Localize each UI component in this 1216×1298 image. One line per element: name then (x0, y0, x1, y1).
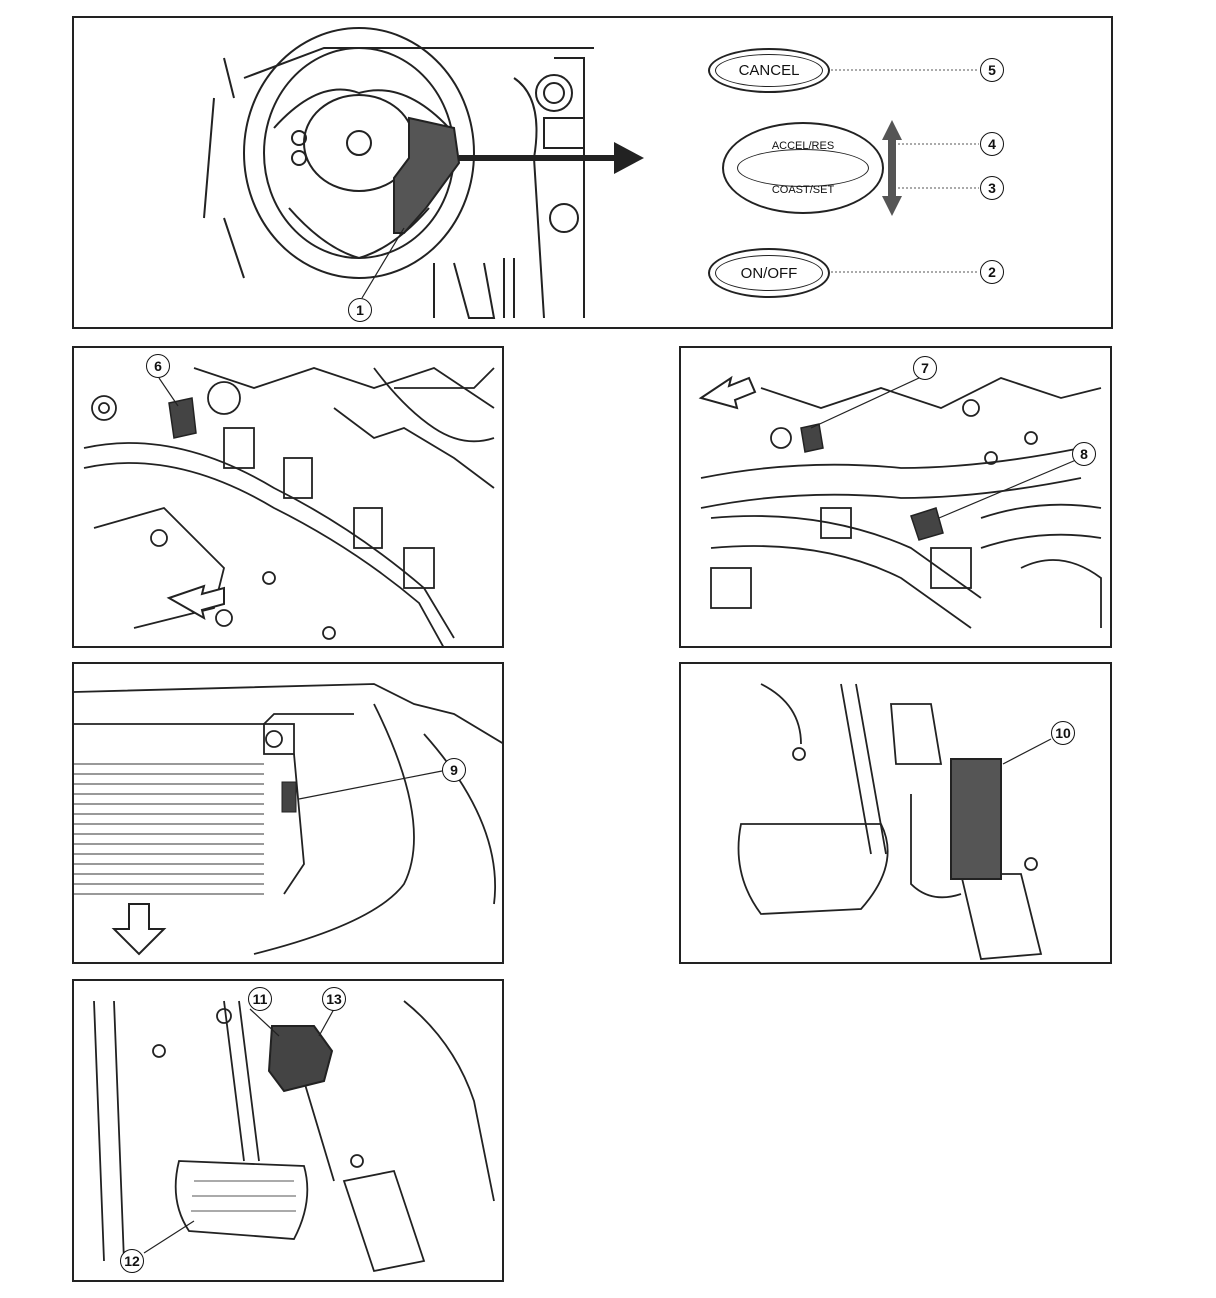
callout-13: 13 (322, 987, 346, 1011)
cancel-label: CANCEL (738, 62, 800, 79)
steering-wheel-illustration (203, 27, 979, 319)
engine-bay-left-illustration (83, 367, 495, 646)
callout-8: 8 (1072, 442, 1096, 466)
callout-4: 4 (980, 132, 1004, 156)
brake-switch-hatch (267, 1025, 334, 1093)
radiator-illustration (74, 683, 502, 956)
arrow-up-icon (882, 120, 902, 168)
arrow-up-left-icon (698, 375, 757, 410)
pedal-right-panel: 10 (679, 662, 1112, 964)
cancel-switch: CANCEL (708, 48, 830, 93)
steering-switch-panel: CANCEL ACCEL/RES COAST/SET ON/OFF 1 2 3 … (72, 16, 1113, 329)
arrow-right-icon (614, 142, 644, 174)
on-off-switch: ON/OFF (708, 248, 830, 298)
on-off-label: ON/OFF (740, 264, 798, 282)
callout-7: 7 (913, 356, 937, 380)
engine-bay-right-illustration (698, 375, 1102, 629)
callout-5: 5 (980, 58, 1004, 82)
pedal-left-illustration (93, 1000, 495, 1273)
pedal-right-illustration (737, 683, 1052, 960)
callout-2: 2 (980, 260, 1004, 284)
accel-res-label: ACCEL/RES (771, 140, 835, 152)
engine-bay-left-panel: 6 (72, 346, 504, 648)
arrow-down-icon (882, 168, 902, 216)
accel-coast-switch (722, 122, 884, 214)
callout-3: 3 (980, 176, 1004, 200)
callout-1: 1 (348, 298, 372, 322)
engine-bay-right-panel: 7 8 (679, 346, 1112, 648)
callout-12: 12 (120, 1249, 144, 1273)
callout-6: 6 (146, 354, 170, 378)
radiator-panel: 9 (72, 662, 504, 964)
coast-set-label: COAST/SET (771, 184, 835, 196)
pedal-sensor-hatch (950, 758, 1002, 880)
arrow-left-icon (166, 584, 225, 621)
steering-switch-hatch (393, 116, 461, 234)
pedal-left-panel: 11 12 13 (72, 979, 504, 1282)
callout-10: 10 (1051, 721, 1075, 745)
callout-9: 9 (442, 758, 466, 782)
callout-11: 11 (248, 987, 272, 1011)
arrow-down-icon (111, 903, 167, 956)
